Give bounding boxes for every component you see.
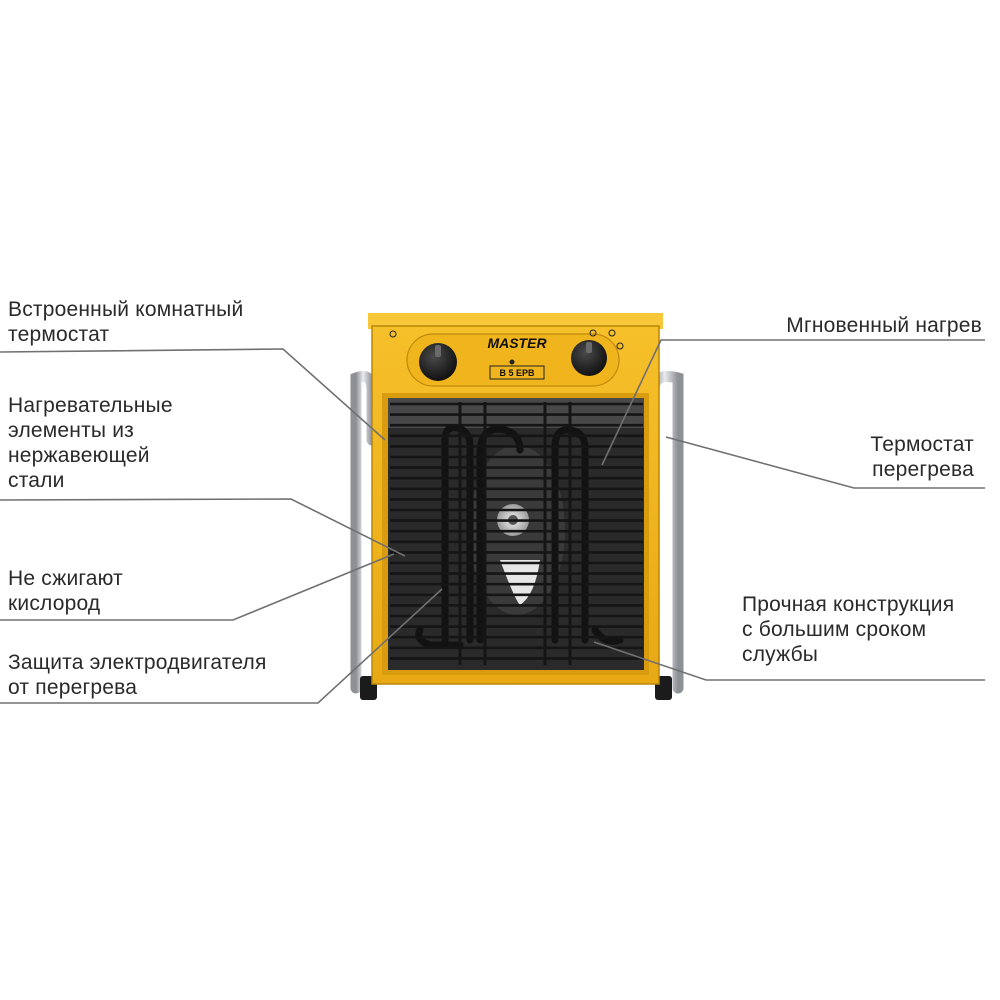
label-line: Нагревательные [8, 394, 173, 417]
label-line: службы [742, 643, 819, 666]
leader-lines [0, 339, 985, 704]
leader-no-oxygen [0, 553, 395, 621]
brand-logo: MASTER [487, 335, 547, 351]
label-line: элементы из [8, 419, 135, 442]
label-motor-protection: Защита электродвигателя от перегрева [8, 650, 267, 700]
label-room-thermostat: Встроенный комнатный термостат [8, 297, 243, 347]
label-line: Прочная конструкция [742, 593, 955, 616]
label-line: перегрева [872, 458, 974, 481]
label-line: Не сжигают [8, 567, 123, 590]
label-line: Мгновенный нагрев [786, 314, 982, 337]
power-knob[interactable] [571, 340, 607, 376]
label-heating-elements: Нагревательные элементы из нержавеющей с… [8, 393, 173, 493]
grille-supports [458, 402, 572, 665]
label-line: кислород [8, 592, 101, 615]
label-line: термостат [8, 323, 110, 346]
control-panel [389, 329, 624, 387]
leader-durable [593, 641, 985, 681]
label-line: Термостат [870, 433, 974, 456]
label-line: Защита электродвигателя [8, 651, 267, 674]
leader-room-thermostat [0, 348, 386, 441]
label-instant-heat: Мгновенный нагрев [786, 313, 982, 338]
label-line: нержавеющей [8, 444, 150, 467]
label-line: от перегрева [8, 676, 138, 699]
label-line: с большим сроком [742, 618, 927, 641]
grille [390, 402, 643, 660]
label-line: стали [8, 469, 65, 492]
leader-overheat-thermostat [665, 436, 985, 489]
leader-instant-heat [601, 339, 985, 466]
label-durable-construction: Прочная конструкция с большим сроком слу… [742, 592, 954, 667]
label-overheat-thermostat: Термостат перегрева [870, 432, 974, 482]
leader-motor-protection [0, 588, 443, 704]
label-line: Встроенный комнатный [8, 298, 244, 321]
thermostat-knob[interactable] [419, 343, 457, 381]
model-plate [489, 365, 545, 380]
label-no-oxygen-burn: Не сжигают кислород [8, 566, 123, 616]
model-name: B 5 EPB [499, 368, 535, 378]
leader-heating-elements [0, 498, 406, 557]
